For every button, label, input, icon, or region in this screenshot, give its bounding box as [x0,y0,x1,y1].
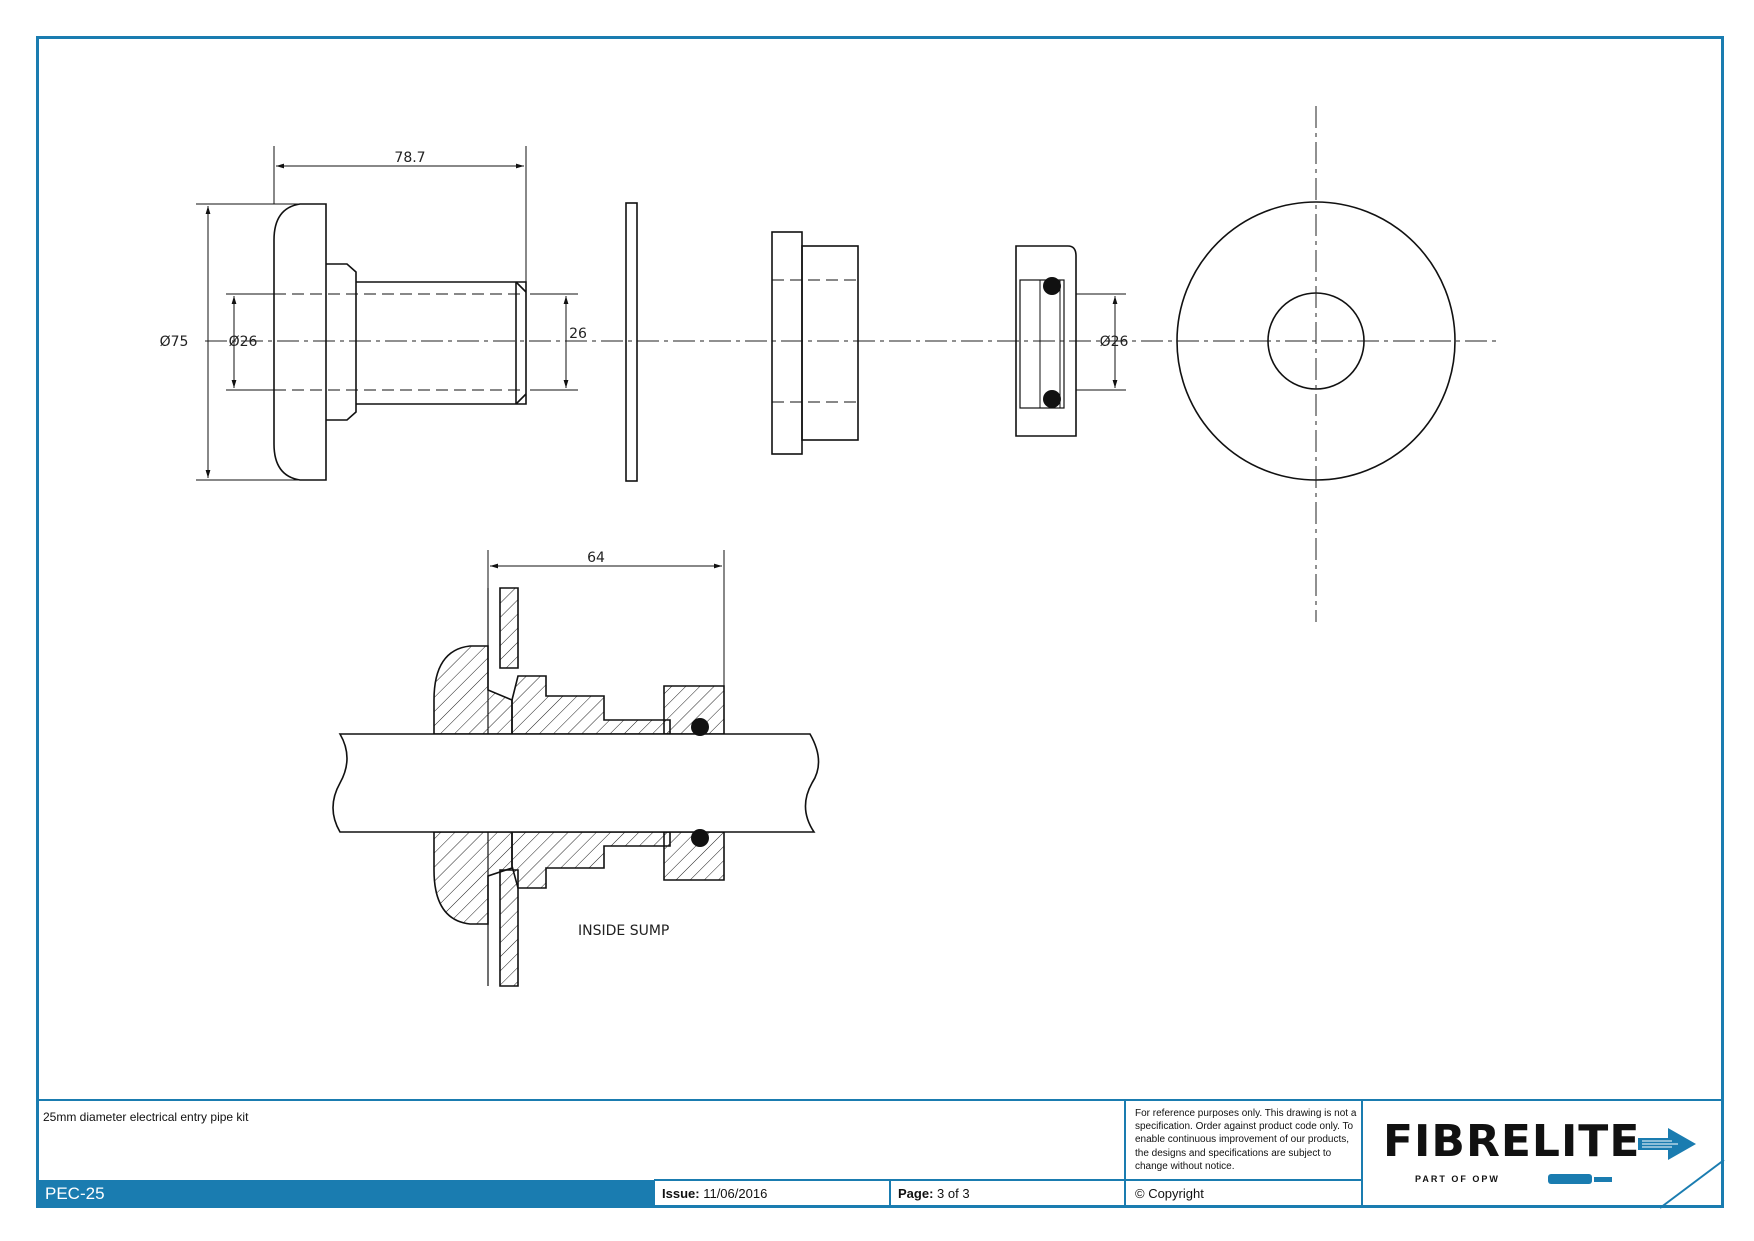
title-block-page: Page: 3 of 3 [898,1180,970,1208]
dimension-outer-diameter-label: Ø75 [160,334,189,350]
washer-side-view [625,202,638,482]
title-block-description: 25mm diameter electrical entry pipe kit [43,1110,249,1124]
dimension-length-section-label: 64 [587,550,605,566]
title-block-grid [36,1099,1725,1209]
page-value: 3 of 3 [937,1186,970,1201]
body-side-view [273,203,527,481]
dimension-nut-bore [1076,293,1126,391]
dimension-inner-diameter [226,293,274,391]
nut-side-view [1015,245,1077,437]
dimension-length-top [273,146,527,282]
arrow-logo-icon [1638,1128,1696,1160]
fibrelite-logo: FIBRELITE PART OF OPW [1383,1118,1696,1188]
logo-wordmark: FIBRELITE [1383,1116,1641,1167]
page-label: Page: [898,1186,934,1201]
bushing-side-view [771,231,859,455]
o-ring-bottom [1043,390,1061,408]
title-block-disclaimer: For reference purposes only. This drawin… [1135,1108,1357,1172]
issue-value: 11/06/2016 [703,1186,768,1201]
section-view [332,587,820,987]
logo-tagline: PART OF OPW [1415,1174,1500,1184]
dimension-length-top-label: 78.7 [394,150,425,166]
title-block-copyright: © Copyright [1135,1186,1204,1201]
dimension-bore-label: 26 [569,326,587,342]
drawing-frame [36,36,1724,1208]
issue-label: Issue: [662,1186,700,1201]
dimension-bore [530,293,578,391]
dimension-nut-bore-label: Ø26 [1100,334,1129,350]
dimension-inner-diameter-label: Ø26 [229,334,258,350]
dimension-outer-diameter [196,203,300,481]
o-ring-top [1043,277,1061,295]
inside-sump-label: INSIDE SUMP [578,923,669,939]
opw-badge-icon [1548,1174,1612,1184]
section-o-ring-top [691,718,709,736]
title-block-issue: Issue: 11/06/2016 [662,1180,767,1208]
section-o-ring-bottom [691,829,709,847]
title-block-product-code: PEC-25 [36,1180,654,1208]
dimension-length-section [487,550,725,686]
